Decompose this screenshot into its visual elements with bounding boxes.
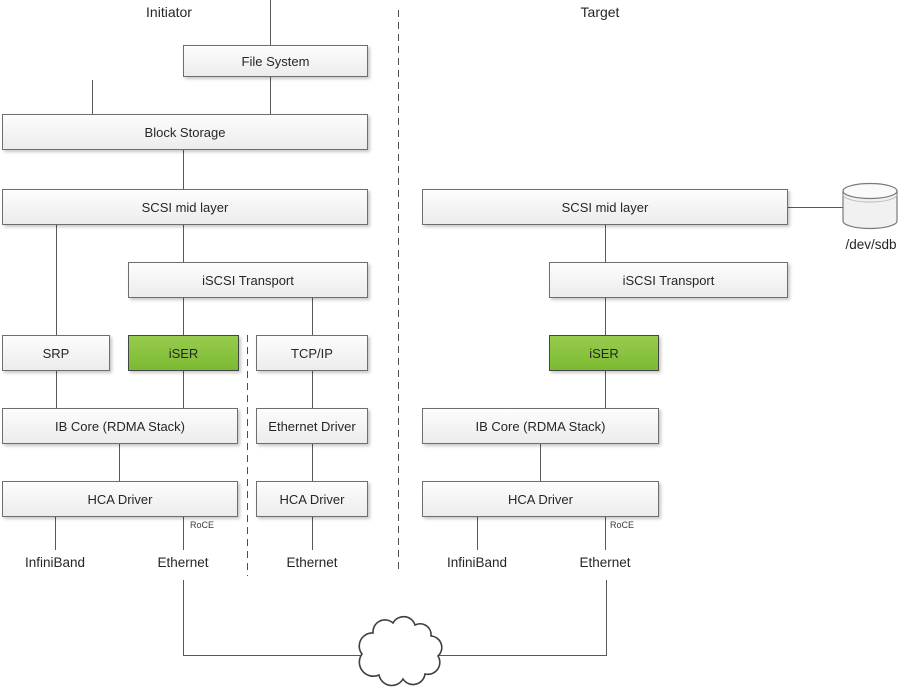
hca-driver-ethernet-box: HCA Driver	[256, 481, 368, 517]
ethernet-driver-box: Ethernet Driver	[256, 408, 368, 444]
ib-core-initiator-box: IB Core (RDMA Stack)	[2, 408, 238, 444]
block-storage-box: Block Storage	[2, 114, 368, 150]
scsi-mid-layer-initiator-box: SCSI mid layer	[2, 189, 368, 225]
infiniband-initiator-label: InfiniBand	[24, 555, 86, 570]
ib-core-target-box: IB Core (RDMA Stack)	[422, 408, 659, 444]
disk-cylinder-icon	[842, 182, 898, 230]
disk-device-label: /dev/sdb	[845, 237, 897, 252]
roce-target-label: RoCE	[609, 520, 635, 530]
ethernet-initiator-label: Ethernet	[157, 555, 209, 570]
hca-driver-initiator-box: HCA Driver	[2, 481, 238, 517]
roce-initiator-label: RoCE	[189, 520, 215, 530]
connector-lines	[55, 0, 843, 656]
iscsi-transport-target-box: iSCSI Transport	[549, 262, 788, 298]
tcp-ip-box: TCP/IP	[256, 335, 368, 371]
iscsi-transport-initiator-box: iSCSI Transport	[128, 262, 368, 298]
file-system-box: File System	[183, 45, 368, 77]
iser-target-box: iSER	[549, 335, 659, 371]
infiniband-target-label: InfiniBand	[446, 555, 508, 570]
ethernet-mid-label: Ethernet	[286, 555, 338, 570]
scsi-mid-layer-target-box: SCSI mid layer	[422, 189, 788, 225]
hca-driver-target-box: HCA Driver	[422, 481, 659, 517]
srp-box: SRP	[2, 335, 110, 371]
network-cloud-icon	[358, 615, 443, 687]
ethernet-target-label: Ethernet	[579, 555, 631, 570]
initiator-section-title: Initiator	[146, 4, 192, 20]
target-section-title: Target	[580, 4, 620, 20]
iser-initiator-box: iSER	[128, 335, 239, 371]
